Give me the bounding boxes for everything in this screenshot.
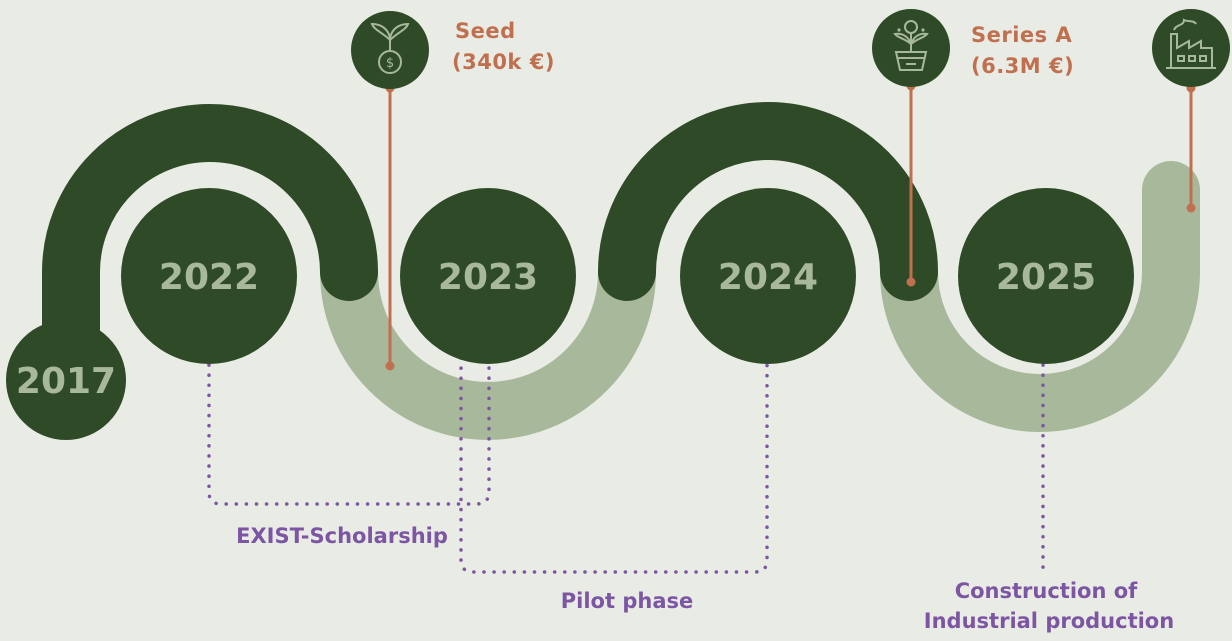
money-plant-icon xyxy=(872,9,950,87)
seed-label: Seed xyxy=(455,19,516,43)
exist-connector xyxy=(207,353,491,506)
factory-icon xyxy=(1152,9,1230,87)
factory-pin xyxy=(1186,83,1196,213)
track-arc-2023 xyxy=(320,243,656,440)
seed-amount: (340k €) xyxy=(452,50,555,74)
year-circle-2022: 2022 xyxy=(121,188,297,364)
pilot-connector xyxy=(459,356,769,574)
year-circle-2025: 2025 xyxy=(958,188,1134,364)
year-label: 2023 xyxy=(438,257,538,298)
year-circle-2024: 2024 xyxy=(680,188,856,364)
year-label: 2025 xyxy=(996,257,1096,298)
seed-money-icon: $ xyxy=(351,11,429,89)
track-dark xyxy=(42,102,938,409)
construction-label-line2: Industrial production xyxy=(924,609,1174,633)
track-arc-2025 xyxy=(880,271,1200,432)
year-label: 2017 xyxy=(16,361,116,402)
phase-connectors xyxy=(207,353,1045,574)
svg-text:$: $ xyxy=(386,56,394,71)
series-a-amount: (6.3M €) xyxy=(971,54,1074,78)
track-light xyxy=(320,161,1200,440)
exist-scholarship-label: EXIST-Scholarship xyxy=(236,524,448,548)
year-circle-2017: 2017 xyxy=(6,320,126,440)
year-circle-2023: 2023 xyxy=(400,188,576,364)
track-arc-2024 xyxy=(598,102,938,301)
year-label: 2024 xyxy=(718,257,818,298)
year-label: 2022 xyxy=(159,257,259,298)
series-a-label: Series A xyxy=(971,23,1072,47)
construction-label-line1: Construction of xyxy=(955,579,1138,603)
pilot-phase-label: Pilot phase xyxy=(561,589,693,613)
track-arc-2022 xyxy=(42,104,378,409)
